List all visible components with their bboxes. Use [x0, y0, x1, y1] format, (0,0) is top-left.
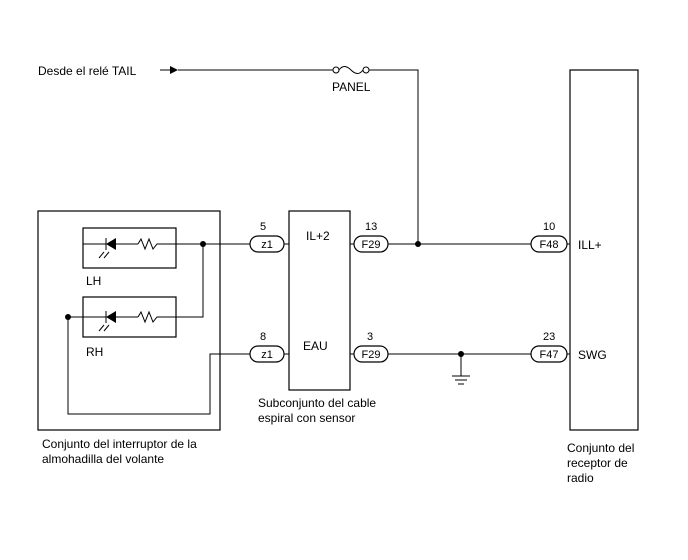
lh-resistor-icon [137, 237, 176, 251]
z1-bottom-pin: 8 [260, 331, 266, 343]
spiral-signal-bottom: EAU [303, 339, 328, 353]
rh-label: RH [86, 345, 103, 359]
lh-switch-box [82, 227, 177, 269]
radio-signal-top: ILL+ [578, 238, 602, 252]
f48-connector-name: F48 [540, 239, 559, 251]
f29-bottom-connector-name: F29 [362, 349, 381, 361]
f47-pin: 23 [543, 331, 555, 343]
source-label: Desde el relé TAIL [38, 64, 137, 78]
wire-junction-to-rh [176, 244, 204, 318]
radio-label-line3: radio [567, 471, 594, 485]
wire-fuse-to-junction [369, 69, 419, 244]
radio-signal-bottom: SWG [578, 348, 607, 362]
f47-connector-name: F47 [540, 349, 559, 361]
z1-bottom-connector-name: z1 [261, 349, 273, 361]
switch-assembly-label-line1: Conjunto del interruptor de la [42, 437, 197, 451]
spiral-cable-box [288, 210, 351, 391]
f29-top-connector-name: F29 [362, 239, 381, 251]
spiral-signal-top: IL+2 [306, 229, 330, 243]
wire-return-to-z1 [67, 317, 250, 415]
rh-resistor-icon [137, 310, 176, 324]
radio-receiver-box [569, 69, 639, 431]
junction-dot [415, 241, 421, 247]
f29-bottom-pin: 3 [367, 331, 373, 343]
fuse-icon [332, 66, 370, 74]
lh-led-icon [83, 238, 138, 259]
f48-pin: 10 [543, 221, 555, 233]
ground-icon [452, 354, 470, 385]
radio-label-line1: Conjunto del [567, 441, 634, 455]
z1-top-pin: 5 [260, 221, 266, 233]
lh-label: LH [86, 274, 101, 288]
fuse-label: PANEL [332, 80, 371, 94]
spiral-cable-label-line2: espiral con sensor [258, 411, 355, 425]
z1-top-connector-name: z1 [261, 239, 273, 251]
spiral-cable-label-line1: Subconjunto del cable [258, 396, 376, 410]
f29-top-pin: 13 [365, 221, 377, 233]
radio-label-line2: receptor de [567, 456, 628, 470]
switch-assembly-label-line2: almohadilla del volante [42, 452, 164, 466]
rh-led-icon [83, 311, 138, 332]
source-arrow-icon [160, 66, 178, 74]
